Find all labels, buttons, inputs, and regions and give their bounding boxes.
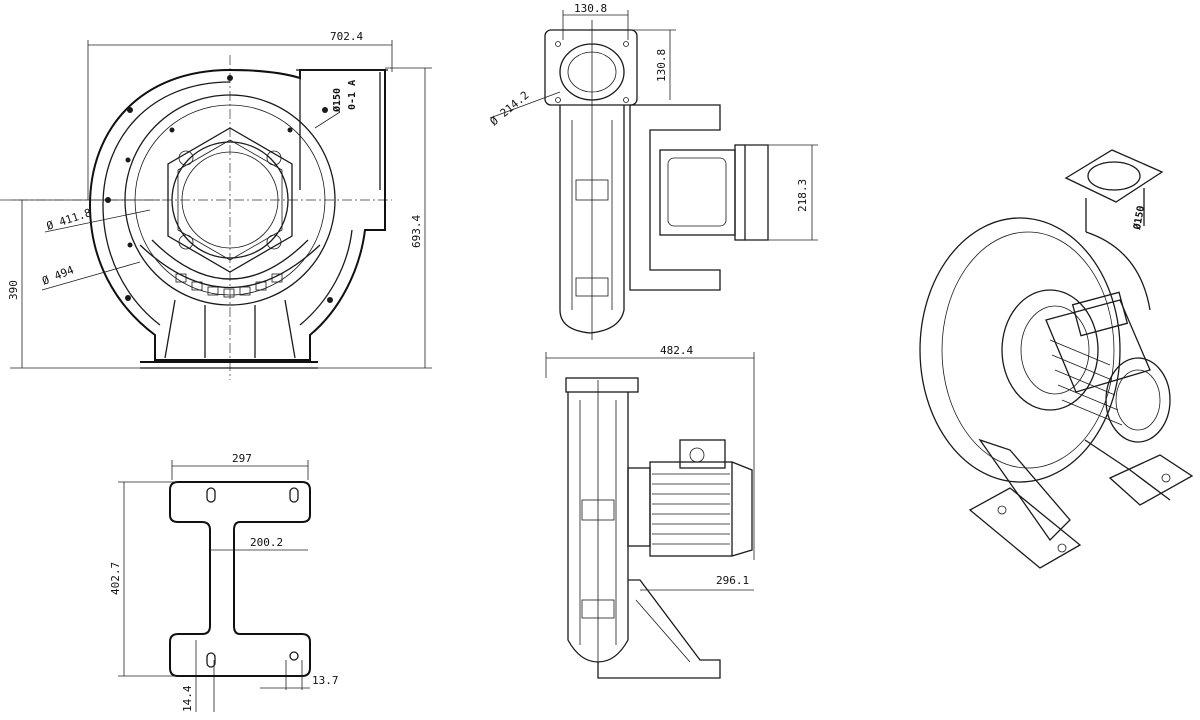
iso-label: Ø150 [1131, 205, 1147, 232]
dim-outlet-height: 130.8 [655, 49, 668, 82]
dim-plate-width: 297 [232, 452, 252, 465]
dim-outlet-width: 130.8 [574, 2, 607, 15]
motor-fins [652, 473, 730, 545]
impeller-slots [175, 273, 283, 298]
dim-plate-height: 402.7 [109, 562, 122, 595]
dim-flange-dia: Ø 214.2 [488, 89, 532, 129]
perimeter-bolts [105, 75, 333, 303]
dim-motor-offset: 296.1 [716, 574, 749, 587]
front-view: 702.4 693.4 390 Ø150 0-1 A [0, 30, 432, 380]
dim-693-4: 693.4 [410, 215, 423, 248]
base-plate-view: 297 200.2 402.7 13.7 14.4 [109, 452, 339, 712]
side-view-top: 130.8 130.8 Ø 214.2 218.3 [488, 2, 818, 340]
dim-390: 390 [7, 280, 20, 300]
dim-overall-length: 482.4 [660, 344, 693, 357]
dim-702-4: 702.4 [330, 30, 363, 43]
dim-plate-inner: 200.2 [250, 536, 283, 549]
outlet-mark-2: 0-1 A [347, 80, 358, 110]
dim-dia-411-8: Ø 411.8 [45, 206, 93, 233]
side-view-bottom: 482.4 296.1 [545, 344, 755, 679]
dim-dia-494: Ø 494 [40, 263, 76, 288]
dim-hole-spacing-1: 13.7 [312, 674, 339, 687]
isometric-view: Ø150 [919, 149, 1194, 569]
iso-motor-fins [1049, 339, 1123, 426]
dim-hole-spacing-2: 14.4 [181, 685, 194, 712]
outlet-mark-1: Ø150 [331, 88, 343, 113]
dim-motor-height: 218.3 [796, 179, 809, 212]
